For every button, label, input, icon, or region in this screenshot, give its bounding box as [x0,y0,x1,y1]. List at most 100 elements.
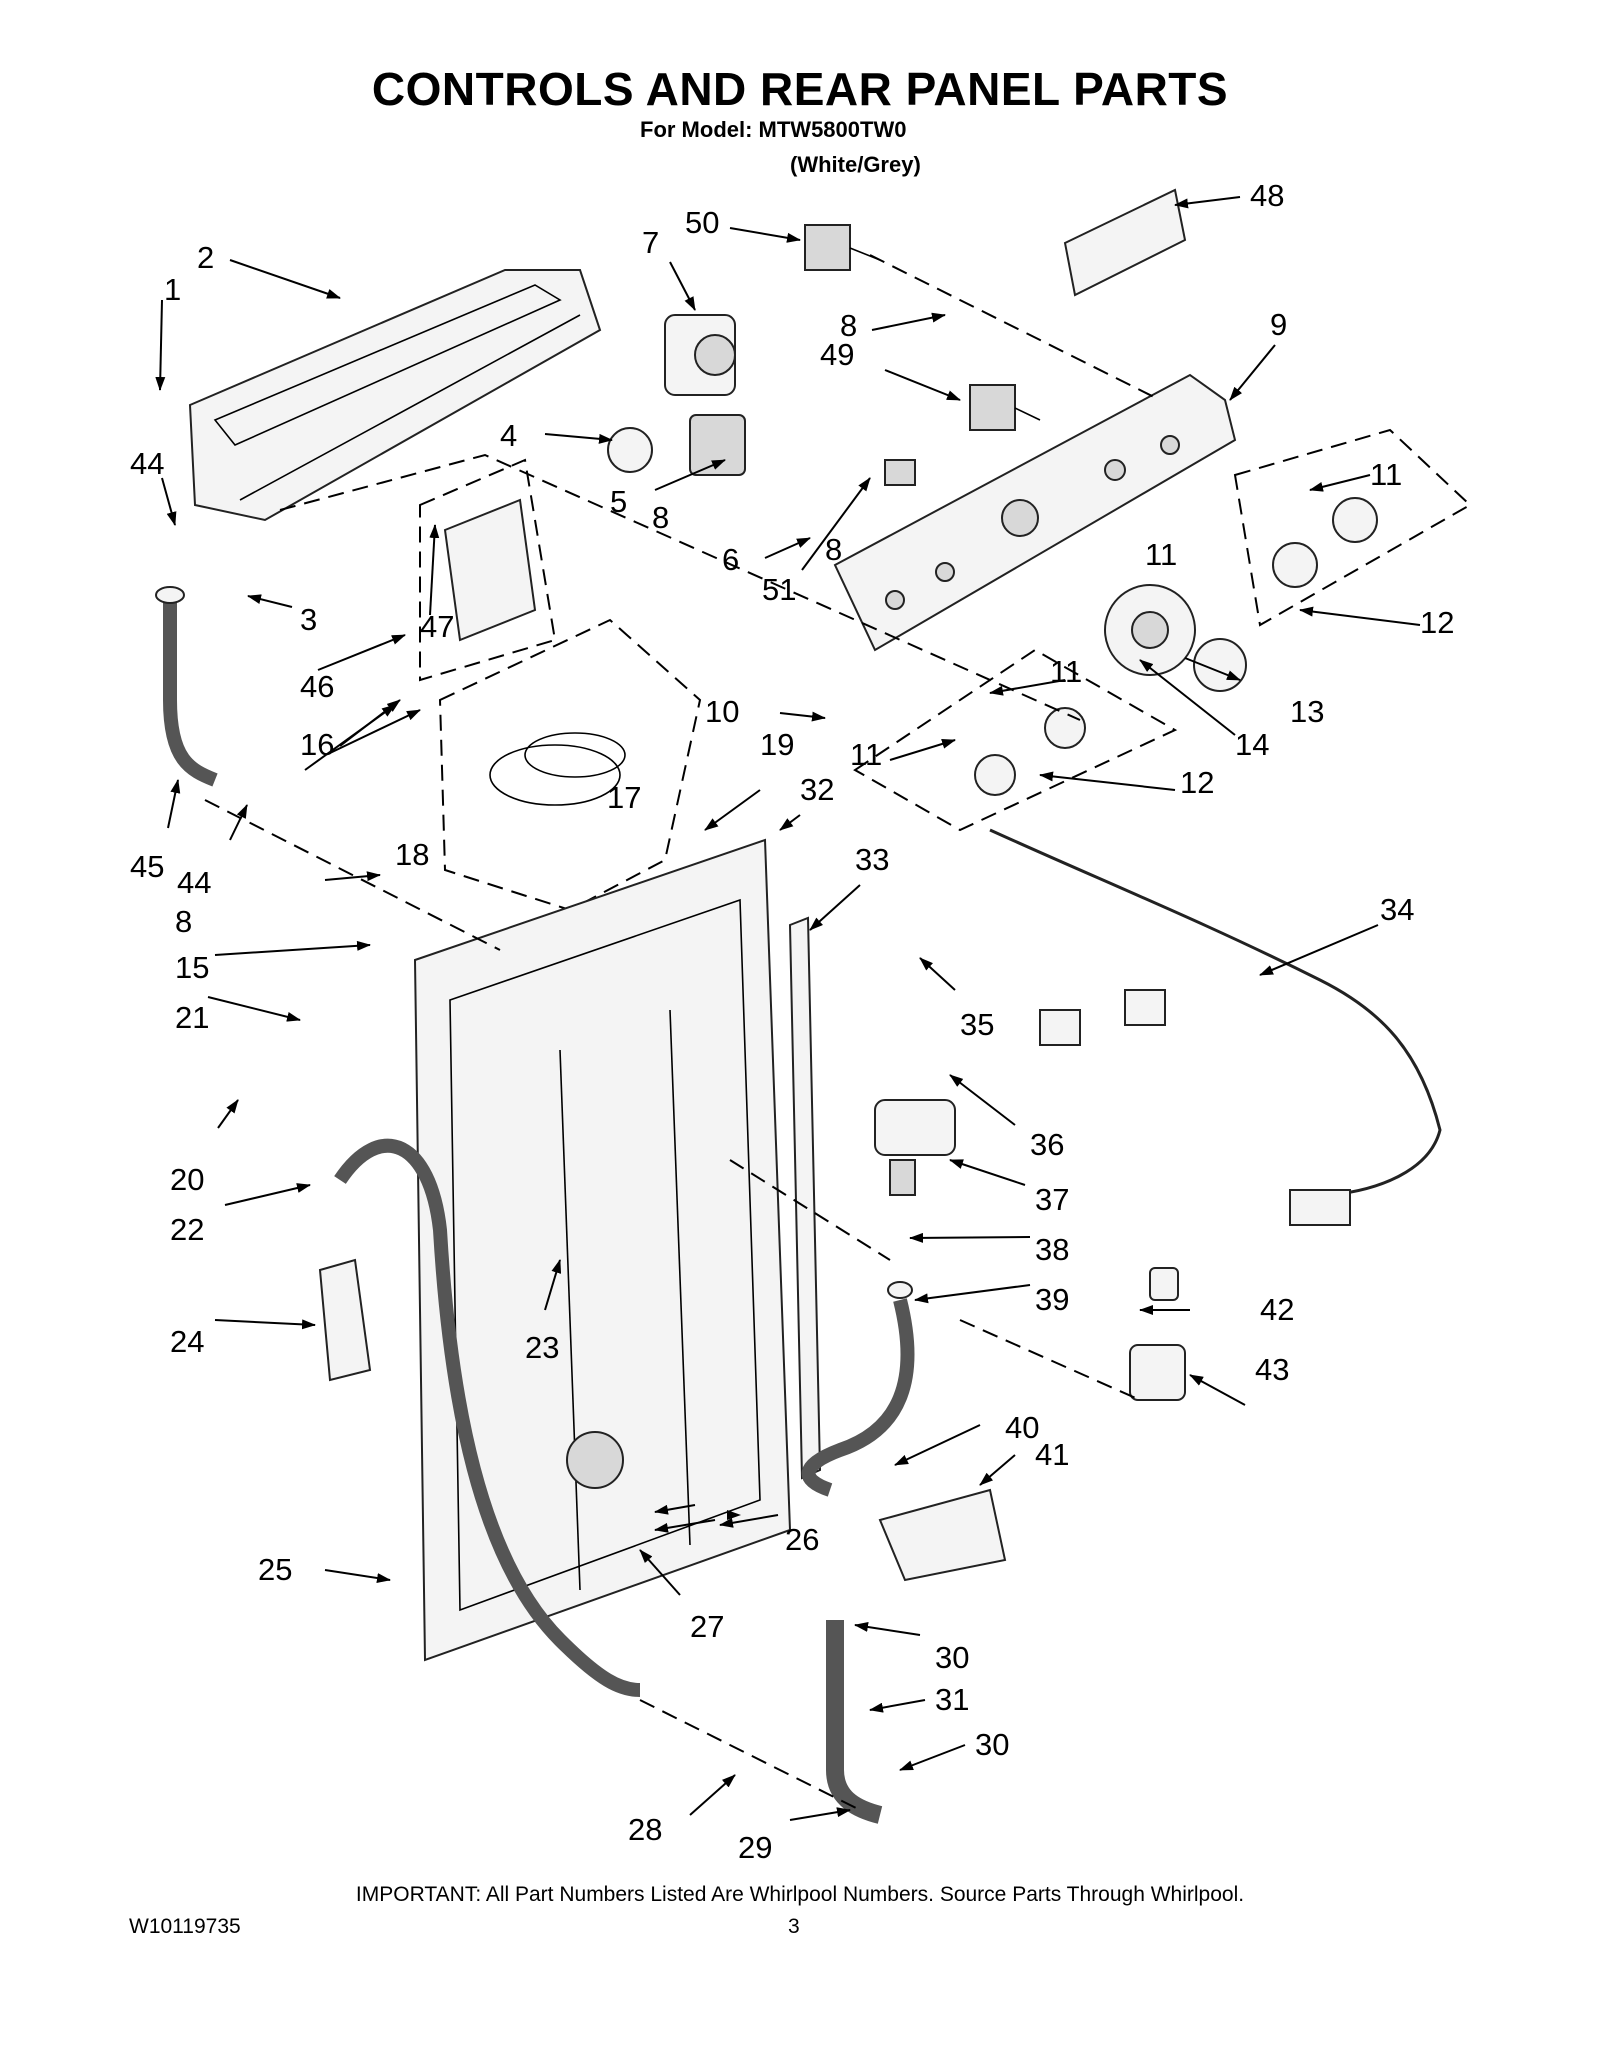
callout-44a: 44 [130,446,164,481]
callout-11d: 11 [850,737,882,772]
knob-set-12-lower [853,648,1178,832]
callout-39: 39 [1035,1282,1069,1317]
callout-34: 34 [1380,892,1414,927]
rotary-switch-4 [607,427,653,473]
callout-18: 18 [395,837,429,872]
callout-30a: 30 [935,1640,969,1675]
clip-24 [318,1258,372,1382]
callout-8c: 8 [175,904,192,939]
callout-9: 9 [1270,307,1287,342]
callout-30b: 30 [975,1727,1009,1762]
wire-harness [989,828,1442,1226]
callout-10: 10 [705,694,739,729]
switch-49 [969,384,1041,431]
callout-arrows [155,196,1421,1821]
callout-12: 12 [1420,605,1454,640]
callout-38: 38 [1035,1232,1069,1267]
callout-43: 43 [1255,1352,1289,1387]
callout-27: 27 [690,1609,724,1644]
document-number: W10119735 [129,1915,241,1938]
callout-4: 4 [500,418,517,453]
knob-hole [935,562,955,582]
bracket-41 [878,1488,1007,1582]
page-title: CONTROLS AND REAR PANEL PARTS [371,63,1229,115]
side-trim [788,916,822,1480]
callout-22: 22 [170,1212,204,1247]
callout-32: 32 [800,772,834,807]
callout-7: 7 [642,225,659,260]
callout-51: 51 [762,572,796,607]
knob-set-12-upper [1233,428,1472,627]
control-panel [833,373,1237,652]
callout-8d: 8 [825,532,842,567]
callout-41: 41 [1035,1437,1069,1472]
callout-11: 11 [1370,457,1402,492]
callout-28: 28 [628,1812,662,1847]
callout-15: 15 [175,950,209,985]
callout-25: 25 [258,1552,292,1587]
callout-35: 35 [960,1007,994,1042]
callout-3: 3 [300,602,317,637]
callout-24: 24 [170,1324,204,1359]
callout-13: 13 [1290,694,1324,729]
callout-17: 17 [607,780,641,815]
callout-46: 46 [300,669,334,704]
callout-31: 31 [935,1682,969,1717]
callout-20: 20 [170,1162,204,1197]
knob-hole [1104,459,1126,481]
guide-lines [204,254,1161,1811]
callout-42: 42 [1260,1292,1294,1327]
label-sheet [1063,188,1187,297]
timer-hole [1001,499,1039,537]
important-note: IMPORTANT: All Part Numbers Listed Are W… [355,1883,1245,1906]
color-line: (White/Grey) [790,152,921,177]
capacitor-42 [1149,1267,1179,1301]
pump-43 [1129,1344,1186,1401]
callout-49: 49 [820,337,854,372]
callout-33: 33 [855,842,889,877]
callout-23: 23 [525,1330,559,1365]
drain-tube [155,586,218,787]
callout-47: 47 [420,609,454,644]
drain-hose-31 [826,1620,883,1824]
callout-29: 29 [738,1830,772,1865]
console-back-panel [188,269,602,522]
fill-hose [334,1138,641,1697]
callout-2: 2 [197,240,214,275]
callout-45: 45 [130,849,164,884]
knob-hole [885,590,905,610]
callout-50: 50 [685,205,719,240]
power-cord-box [438,618,702,912]
callout-44b: 44 [177,865,211,900]
callout-40: 40 [1005,1410,1039,1445]
selector-switch-5 [689,414,746,476]
callout-12b: 12 [1180,765,1214,800]
water-inlet-valve [874,1099,956,1196]
callout-48: 48 [1250,178,1284,213]
timer-dial-14 [1104,584,1196,676]
circuit-board-47 [419,458,557,682]
callout-26: 26 [785,1522,819,1557]
callout-21: 21 [175,1000,209,1035]
callout-19: 19 [760,727,794,762]
callout-8: 8 [840,308,857,343]
callout-36: 36 [1030,1127,1064,1162]
knob-hole [1160,435,1180,455]
callout-6: 6 [722,542,739,577]
callout-1: 1 [164,272,181,307]
callout-11c: 11 [1050,654,1082,689]
timer [664,314,736,396]
callout-37: 37 [1035,1182,1069,1217]
page-number: 3 [788,1915,800,1938]
callout-11b: 11 [1145,537,1177,572]
inlet-hose [801,1281,915,1497]
callout-16: 16 [300,727,334,762]
lid-switch-51 [884,459,916,486]
callout-labels: 1 2 3 4 5 6 7 8 9 10 11 12 13 14 15 16 1… [130,178,1454,1865]
callout-8b: 8 [652,500,669,535]
rear-panel [413,838,792,1662]
callout-5: 5 [610,484,627,519]
switch-50 [804,224,881,271]
callout-14: 14 [1235,727,1269,762]
